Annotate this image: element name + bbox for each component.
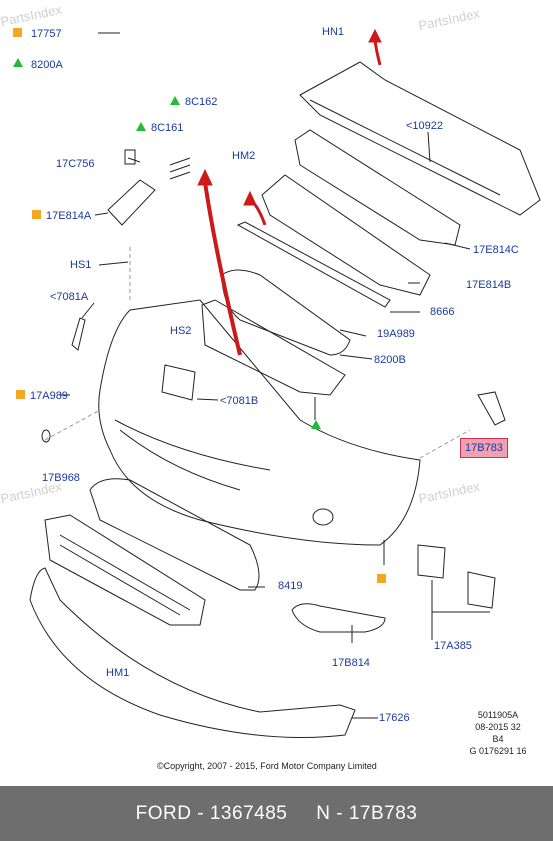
footer-part-number: FORD - 1367485 N - 17B783: [135, 802, 418, 824]
meta-line: 5011905A: [477, 710, 519, 720]
green-triangle-icon: [136, 122, 146, 131]
orange-square-icon: [16, 390, 25, 399]
part-label-17b968[interactable]: 17B968: [42, 472, 80, 484]
part-label-17e814c[interactable]: 17E814C: [473, 244, 519, 256]
trim-frame-shape: [89, 478, 260, 591]
diagram-meta: 5011905A 08-2015 32 B4 G 0176291 16: [458, 709, 538, 757]
bumper-beam-shape: [299, 61, 541, 216]
part-label-8419[interactable]: 8419: [278, 580, 303, 592]
spring-shape: [169, 157, 191, 180]
side-trim-shape: [71, 317, 86, 351]
clip-shape: [124, 149, 136, 165]
part-label-17b783-highlighted[interactable]: 17B783: [460, 438, 508, 458]
part-label-17a989[interactable]: 17A989: [30, 390, 68, 402]
diagram-drawing: [29, 28, 541, 738]
copyright-text: ©Copyright, 2007 - 2015, Ford Motor Comp…: [157, 761, 377, 771]
part-label-17e814a[interactable]: 17E814A: [46, 210, 92, 222]
side-guide-shape: [107, 179, 156, 226]
plate-bracket-right-shape: [467, 571, 496, 609]
plate-bracket-left-shape: [417, 544, 446, 579]
part-label-hm1[interactable]: HM1: [106, 667, 130, 679]
grille-strip-shape: [236, 221, 391, 308]
absorber-upper-shape: [294, 129, 461, 246]
meta-line: B4: [492, 734, 504, 744]
plug-shape: [41, 429, 51, 443]
meta-line: G 0176291 16: [469, 746, 527, 756]
legend-square-icon: [13, 28, 22, 37]
absorber-lower-shape: [261, 174, 431, 296]
part-label-8200b[interactable]: 8200B: [374, 354, 406, 366]
fog-bezel-shape: [291, 603, 386, 633]
part-label-7081b[interactable]: <7081B: [220, 395, 259, 407]
part-number-footer: FORD - 1367485 N - 17B783: [0, 786, 553, 841]
part-label-17b814[interactable]: 17B814: [332, 657, 370, 669]
part-label-hs2[interactable]: HS2: [170, 325, 192, 337]
part-label-17e814b[interactable]: 17E814B: [466, 279, 512, 291]
part-label-hs1[interactable]: HS1: [70, 259, 92, 271]
part-label-8c162[interactable]: 8C162: [185, 96, 218, 108]
green-triangle-icon: [170, 96, 180, 105]
upper-grille-shape: [221, 269, 351, 356]
marker-triangle-8200a: [311, 420, 321, 429]
orange-square-icon: [32, 210, 41, 219]
legend-triangle-icon: [13, 58, 23, 67]
part-label-hn1[interactable]: HN1: [322, 26, 345, 38]
lower-lip-shape: [29, 567, 356, 738]
part-label-8c161[interactable]: 8C161: [151, 122, 184, 134]
part-label-17a385[interactable]: 17A385: [434, 640, 472, 652]
parts-diagram: PartsIndex PartsIndex PartsIndex PartsIn…: [0, 2, 541, 771]
legend-code: 17757: [31, 28, 62, 40]
reflector-shape: [161, 364, 196, 401]
part-label-17626[interactable]: 17626: [379, 712, 410, 724]
bumper-cover-shape: [98, 299, 421, 546]
assembly-arrow-1: [203, 181, 242, 356]
marker-square-17757: [377, 574, 386, 583]
part-label-7081a[interactable]: <7081A: [50, 291, 89, 303]
part-label-hm2[interactable]: HM2: [232, 150, 256, 162]
lower-grille-shape: [201, 299, 346, 396]
part-label-17c756[interactable]: 17C756: [56, 158, 95, 170]
meta-line: 08-2015 32: [475, 722, 521, 732]
part-label-10922[interactable]: <10922: [406, 120, 444, 132]
lower-bumper-grille-shape: [44, 514, 206, 626]
legend-code: 8200A: [31, 59, 63, 71]
part-label-8666[interactable]: 8666: [430, 306, 455, 318]
side-bracket-shape: [477, 391, 506, 426]
part-label-19a989[interactable]: 19A989: [377, 328, 415, 340]
